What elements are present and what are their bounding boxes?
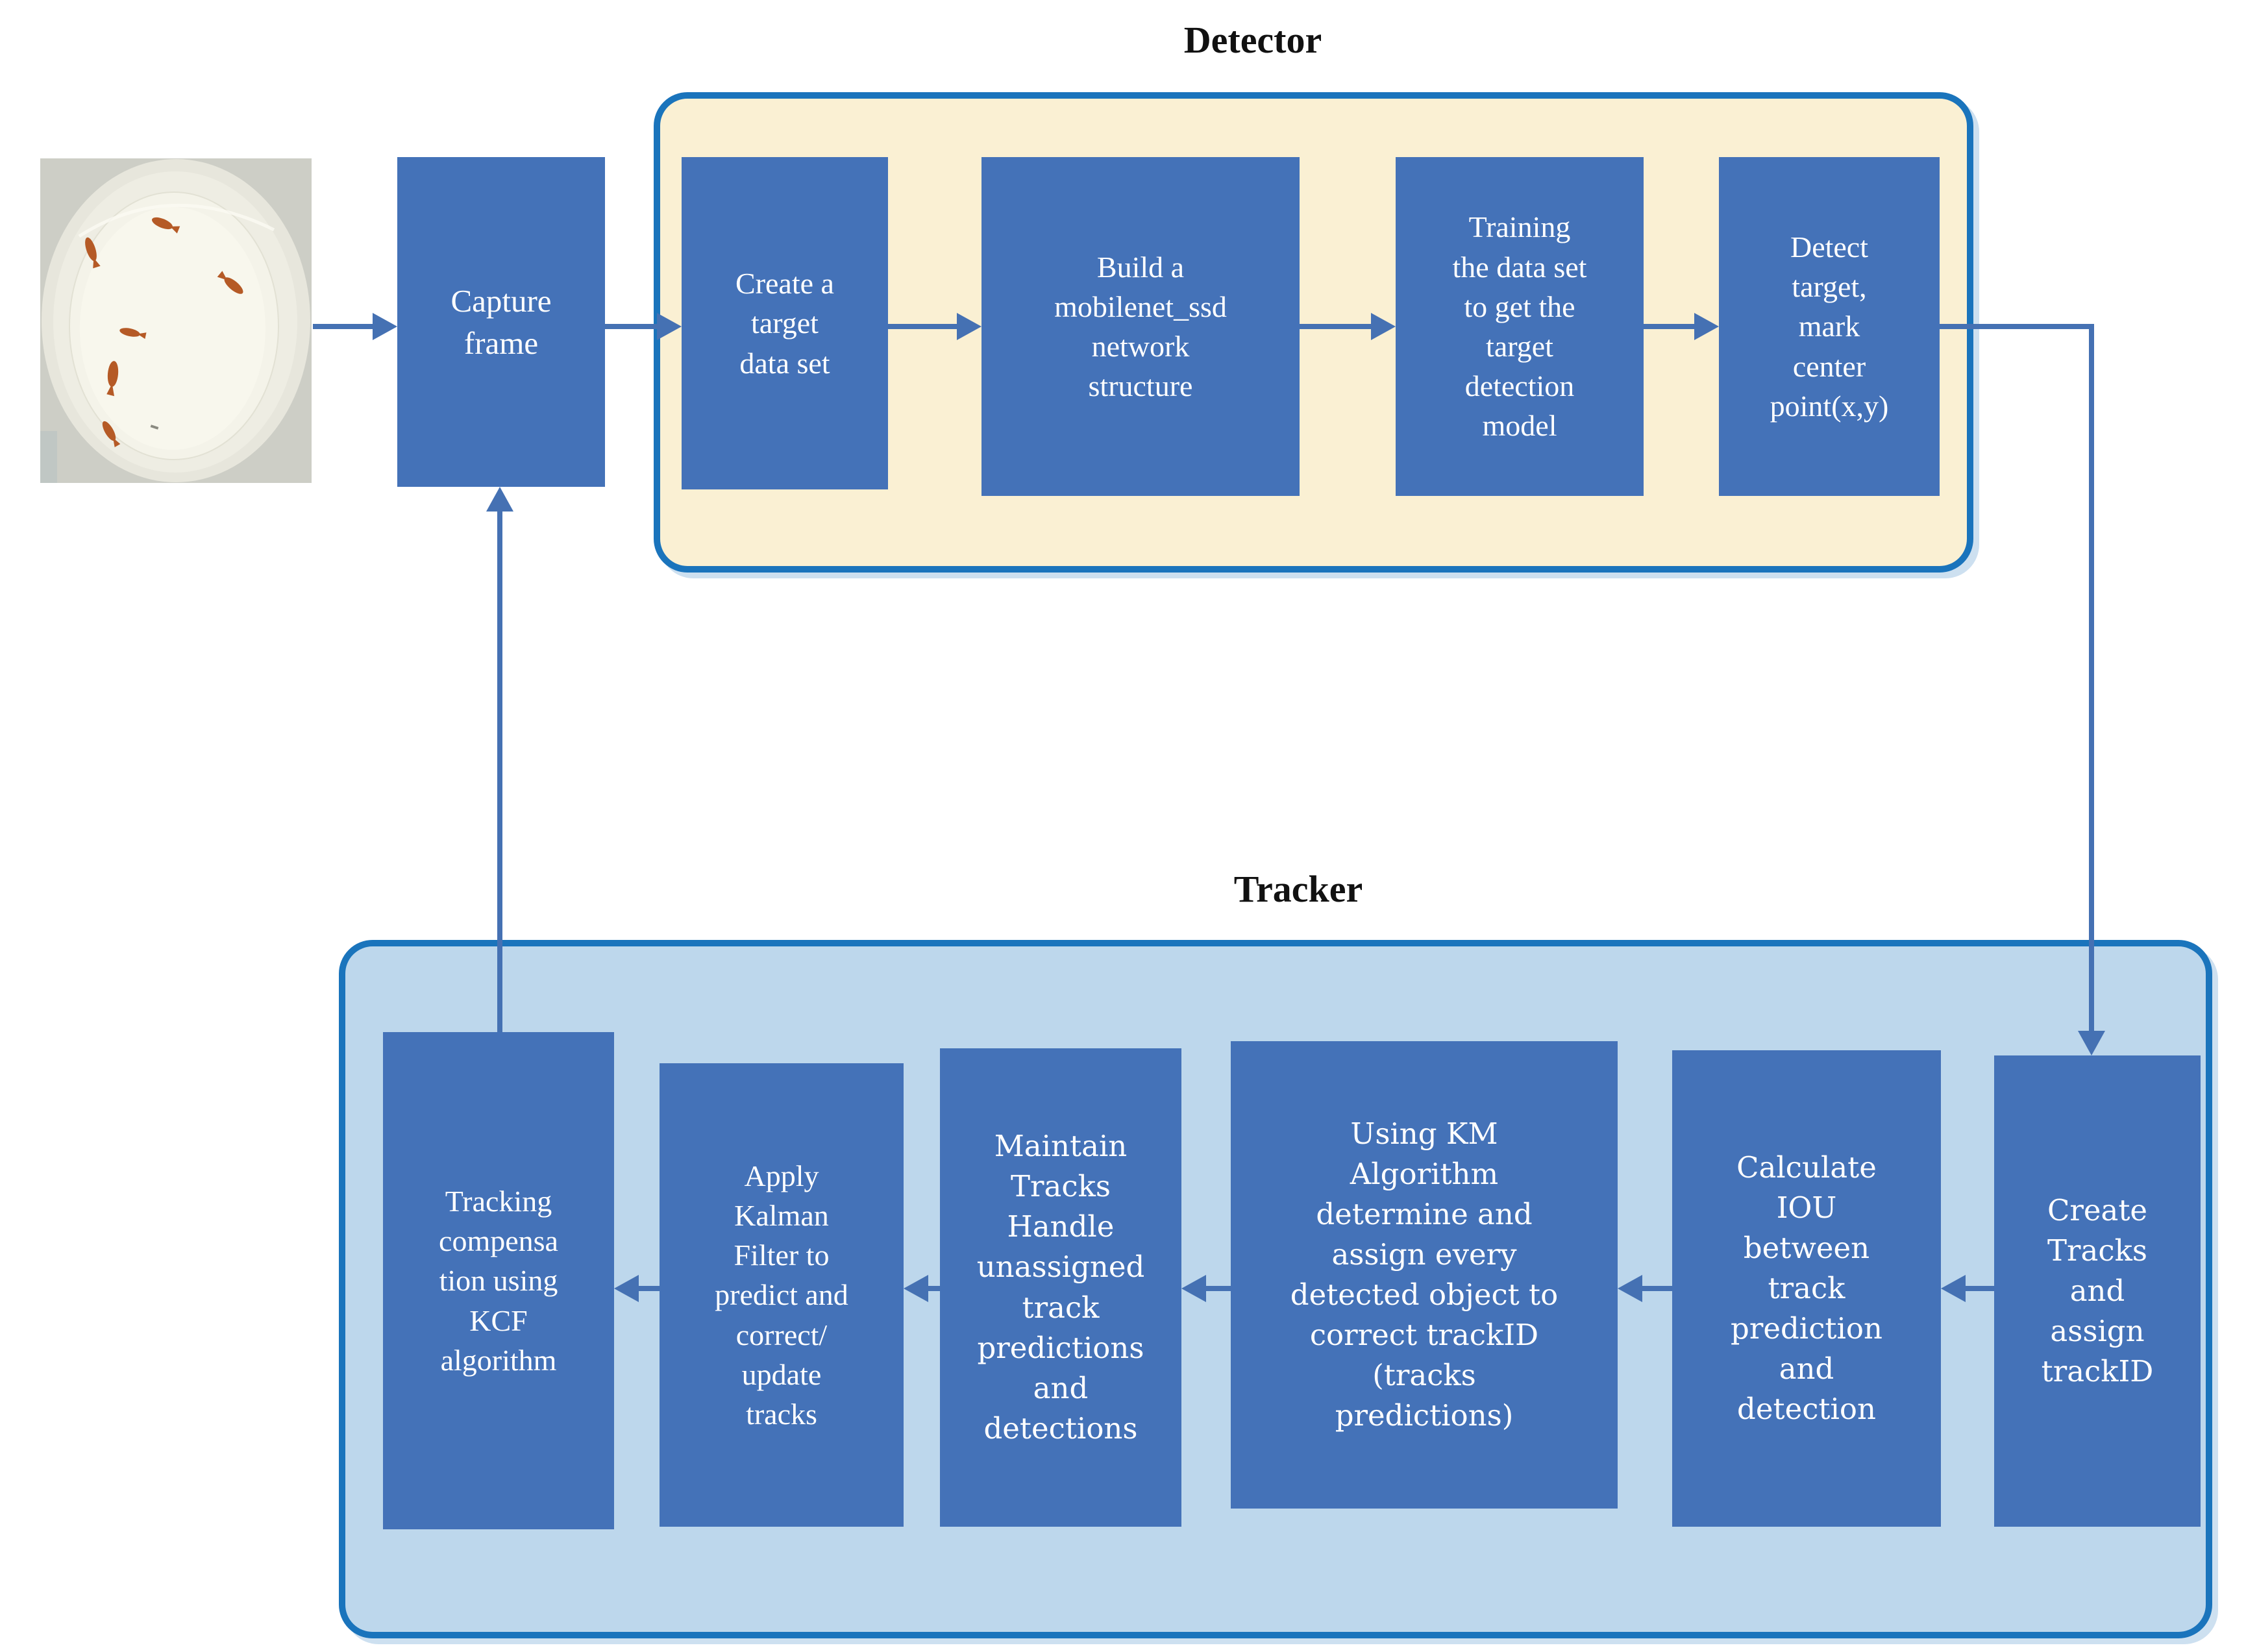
fish-group	[85, 217, 243, 448]
kalman-filter-box: Apply Kalman Filter to predict and corre…	[660, 1063, 904, 1527]
training-model-box: Training the data set to get the target …	[1396, 157, 1644, 496]
create-dataset-box: Create a target data set	[682, 157, 888, 489]
tracker-title: Tracker	[1233, 868, 1363, 910]
calculate-iou-box: Calculate IOU between track prediction a…	[1672, 1050, 1941, 1527]
capture-frame-box: Capture frame	[397, 157, 605, 487]
maintain-tracks-box: Maintain Tracks Handle unassigned track …	[940, 1048, 1181, 1527]
kcf-compensation-box: Tracking compensa tion using KCF algorit…	[383, 1032, 614, 1529]
detect-target-box: Detect target, mark center point(x,y)	[1719, 157, 1940, 496]
detector-title: Detector	[1183, 19, 1322, 61]
fish-photo	[40, 158, 312, 483]
fish-photo-image	[40, 158, 312, 483]
create-tracks-box: Create Tracks and assign trackID	[1994, 1055, 2201, 1527]
km-algorithm-box: Using KM Algorithm determine and assign …	[1231, 1041, 1618, 1509]
mobilenet-ssd-box: Build a mobilenet_ssd network structure	[981, 157, 1300, 496]
